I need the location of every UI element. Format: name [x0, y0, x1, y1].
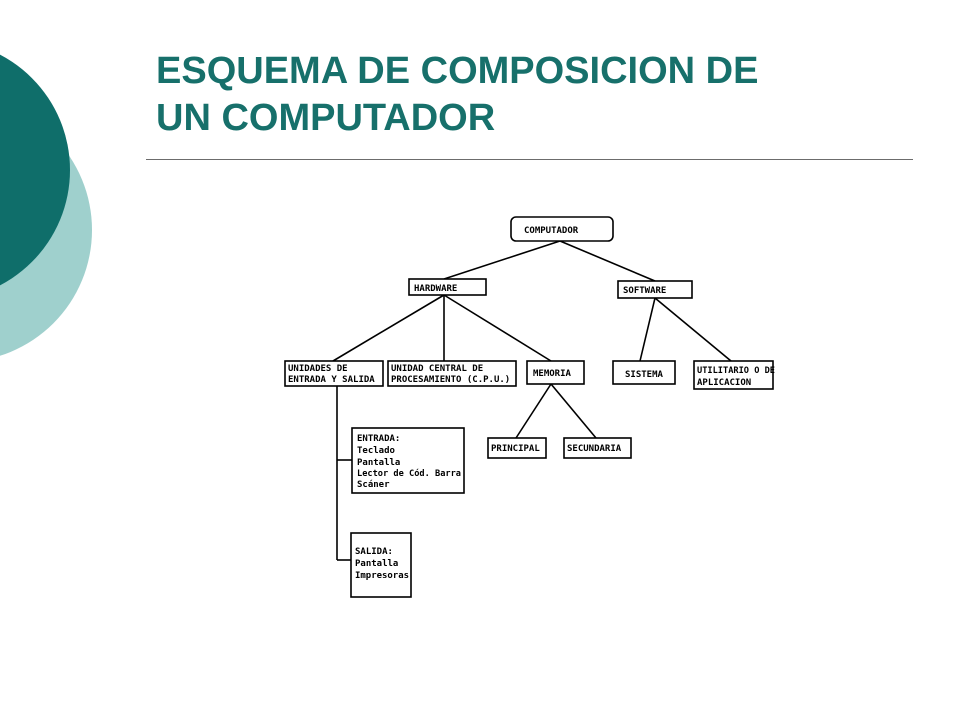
slide-title-line-1: ESQUEMA DE COMPOSICION DE: [156, 50, 759, 92]
node-salida-line-3: Impresoras: [355, 571, 409, 581]
node-memoria: MEMORIA: [526, 360, 585, 385]
node-utilitario: UTILITARIO O DE APLICACION: [693, 360, 775, 390]
node-cpu: UNIDAD CENTRAL DE PROCESAMIENTO (C.P.U.): [387, 360, 517, 387]
diagram-connectors: [332, 240, 732, 561]
node-cpu-line-1: UNIDAD CENTRAL DE: [391, 364, 483, 374]
node-computador: COMPUTADOR: [510, 216, 614, 242]
node-unidades-line-1: UNIDADES DE: [288, 364, 348, 374]
slide-title-line-2: UN COMPUTADOR: [156, 97, 496, 139]
node-secundaria-label: SECUNDARIA: [567, 444, 622, 454]
node-utilitario-line-1: UTILITARIO O DE: [697, 366, 775, 376]
node-software-label: SOFTWARE: [623, 286, 666, 296]
node-entrada: ENTRADA: Teclado Pantalla Lector de Cód.…: [351, 427, 465, 494]
node-entrada-line-4: Lector de Cód. Barra: [357, 468, 461, 479]
node-entrada-line-5: Scáner: [357, 480, 390, 490]
slide-title: ESQUEMA DE COMPOSICION DE UN COMPUTADOR: [156, 48, 758, 142]
node-salida: SALIDA: Pantalla Impresoras: [350, 532, 412, 598]
node-secundaria: SECUNDARIA: [563, 437, 632, 459]
edge-computador-hardware: [443, 240, 561, 280]
node-entrada-line-2: Teclado: [357, 446, 395, 456]
node-unidades-line-2: ENTRADA Y SALIDA: [288, 375, 375, 385]
node-unidades-entrada-salida: UNIDADES DE ENTRADA Y SALIDA: [284, 360, 384, 387]
node-computador-label: COMPUTADOR: [524, 226, 579, 236]
edge-software-sistema: [639, 297, 656, 362]
node-sistema-label: SISTEMA: [625, 370, 664, 380]
node-memoria-label: MEMORIA: [533, 369, 572, 379]
edge-computador-software: [559, 240, 656, 282]
node-cpu-line-2: PROCESAMIENTO (C.P.U.): [391, 375, 510, 385]
node-entrada-line-3: Pantalla: [357, 458, 400, 468]
node-entrada-line-1: ENTRADA:: [357, 434, 400, 444]
edge-memoria-secundaria: [550, 383, 597, 439]
node-sistema: SISTEMA: [612, 360, 676, 385]
node-software: SOFTWARE: [617, 280, 693, 299]
edge-software-utilitario: [654, 297, 732, 362]
node-salida-line-2: Pantalla: [355, 559, 398, 569]
node-salida-line-1: SALIDA:: [355, 547, 393, 557]
edge-hardware-memoria: [443, 294, 552, 362]
node-principal: PRINCIPAL: [487, 437, 547, 459]
node-principal-label: PRINCIPAL: [491, 444, 540, 454]
node-hardware-label: HARDWARE: [414, 284, 457, 294]
title-divider: [146, 159, 913, 160]
edge-hardware-unidades: [332, 294, 445, 362]
node-hardware: HARDWARE: [408, 278, 487, 296]
node-utilitario-line-2: APLICACION: [697, 378, 751, 388]
edge-memoria-principal: [515, 383, 552, 439]
decorative-dark-circle: [0, 54, 70, 286]
